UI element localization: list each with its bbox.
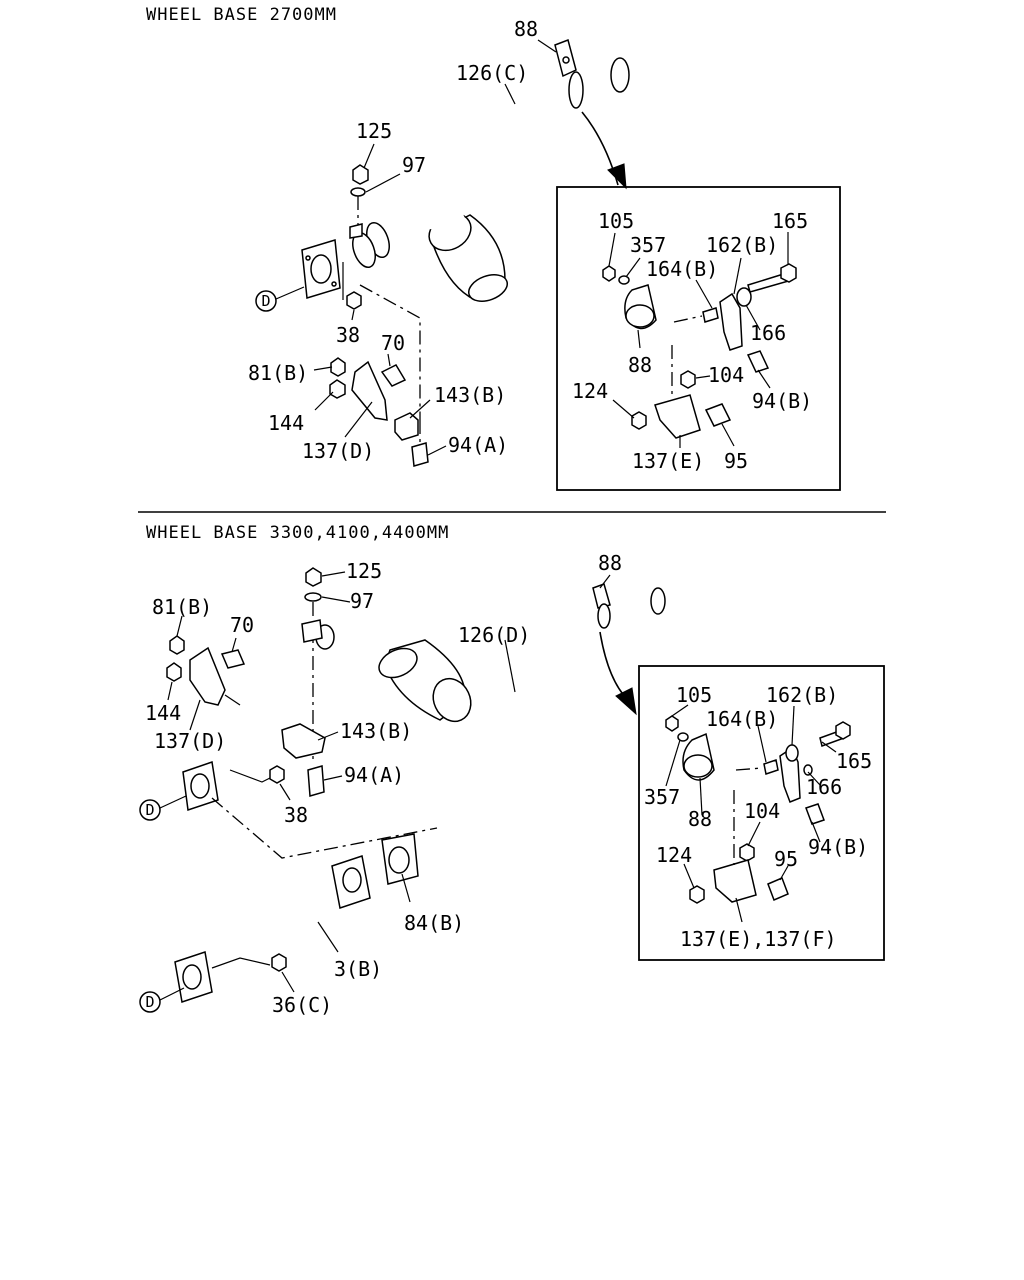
bottom-nut-125: [305, 567, 322, 587]
bottom-connector-d2-label: D: [145, 993, 154, 1011]
bottom-detail-arrow: [599, 631, 629, 701]
top-detail-label-165: 165: [772, 209, 808, 233]
top-pipe-126c: [350, 57, 630, 303]
bottom-washer-97: [304, 592, 322, 602]
top-washer-97: [350, 187, 366, 197]
top-bracket-137d: [351, 360, 388, 421]
bottom-label-84b: 84(B): [404, 911, 464, 935]
top-detail-label-124: 124: [572, 379, 608, 403]
top-nut-144: [329, 379, 346, 399]
top-bolt-94a: [411, 442, 429, 467]
bottom-section-title: WHEEL BASE 3300,4100,4400MM: [146, 523, 449, 543]
bottom-detail-label-137ef: 137(E),137(F): [680, 927, 837, 951]
bottom-detail-box: [638, 665, 885, 961]
top-detail-label-88: 88: [628, 353, 652, 377]
bottom-detail-parts: [665, 715, 851, 904]
top-label-81b: 81(B): [248, 361, 308, 385]
bottom-detail-label-166: 166: [806, 775, 842, 799]
top-detail-label-162b: 162(B): [706, 233, 778, 257]
top-detail-label-166: 166: [750, 321, 786, 345]
bottom-detail-label-95: 95: [774, 847, 798, 871]
bottom-front-pipe-3b: [174, 833, 419, 1003]
bottom-detail-label-104: 104: [744, 799, 780, 823]
bottom-connector-d2: [139, 991, 161, 1013]
top-bolt-70: [380, 364, 407, 387]
bottom-label-125: 125: [346, 559, 382, 583]
top-mount-143b: [394, 412, 419, 441]
bottom-detail-label-165: 165: [836, 749, 872, 773]
bottom-bolt-94a: [307, 765, 325, 797]
bottom-clamp-88: [592, 583, 611, 629]
bottom-label-36c: 36(C): [272, 993, 332, 1017]
top-label-38: 38: [336, 323, 360, 347]
bottom-label-126d: 126(D): [458, 623, 530, 647]
top-stud-bracket: [349, 223, 363, 239]
top-label-88: 88: [514, 17, 538, 41]
bottom-label-97: 97: [350, 589, 374, 613]
bottom-stud-bracket: [301, 619, 323, 643]
top-detail-label-94b: 94(B): [752, 389, 812, 413]
top-label-94a: 94(A): [448, 433, 508, 457]
top-detail-label-137e: 137(E): [632, 449, 704, 473]
bottom-label-88: 88: [598, 551, 622, 575]
bottom-label-81b: 81(B): [152, 595, 212, 619]
bottom-detail-label-124: 124: [656, 843, 692, 867]
bottom-label-94a: 94(A): [344, 763, 404, 787]
bottom-pipe-126d: [196, 587, 666, 799]
bottom-detail-label-357: 357: [644, 785, 680, 809]
bottom-connector-d-label: D: [145, 801, 154, 819]
bottom-detail-label-164b: 164(B): [706, 707, 778, 731]
bottom-connector-d: [139, 799, 161, 821]
top-label-70: 70: [381, 331, 405, 355]
top-label-144: 144: [268, 411, 304, 435]
bottom-bolt-70: [220, 649, 246, 669]
bottom-detail-leaders: [665, 704, 837, 923]
top-label-137d: 137(D): [302, 439, 374, 463]
top-detail-label-105: 105: [598, 209, 634, 233]
bottom-detail-label-105: 105: [676, 683, 712, 707]
top-connector-d: [255, 290, 277, 312]
bottom-mount-143b: [281, 723, 326, 759]
bottom-label-137d: 137(D): [154, 729, 226, 753]
top-leaders: [313, 39, 557, 456]
top-clamp-88: [554, 39, 584, 109]
bottom-bracket-137d: [189, 646, 226, 706]
top-detail-box: [556, 186, 841, 491]
top-label-125: 125: [356, 119, 392, 143]
bottom-label-143b: 143(B): [340, 719, 412, 743]
top-nut-38: [346, 291, 362, 310]
top-detail-label-104: 104: [708, 363, 744, 387]
bottom-detail-label-94b: 94(B): [808, 835, 868, 859]
bottom-detail-label-162b: 162(B): [766, 683, 838, 707]
top-flange: [301, 239, 341, 299]
top-detail-label-357: 357: [630, 233, 666, 257]
bottom-label-144: 144: [145, 701, 181, 725]
top-detail-parts: [602, 263, 797, 439]
bottom-flange: [182, 760, 219, 811]
bottom-detail-label-88: 88: [688, 807, 712, 831]
bottom-leaders: [167, 571, 611, 993]
bottom-nut-81b: [169, 635, 185, 655]
top-label-143b: 143(B): [434, 383, 506, 407]
bottom-label-3b: 3(B): [334, 957, 382, 981]
bottom-label-38: 38: [284, 803, 308, 827]
bottom-nut-36c: [271, 953, 287, 972]
top-nut-125: [352, 164, 369, 185]
top-nut-81b: [330, 357, 346, 377]
top-detail-label-95: 95: [724, 449, 748, 473]
top-detail-label-164b: 164(B): [646, 257, 718, 281]
top-label-97: 97: [402, 153, 426, 177]
top-detail-leaders: [608, 232, 789, 448]
top-connector-d-label: D: [261, 292, 270, 310]
bottom-label-70: 70: [230, 613, 254, 637]
top-label-126c: 126(C): [456, 61, 528, 85]
bottom-nut-144: [166, 662, 182, 682]
top-section-title: WHEEL BASE 2700MM: [146, 5, 337, 25]
bottom-nut-38: [269, 765, 285, 784]
